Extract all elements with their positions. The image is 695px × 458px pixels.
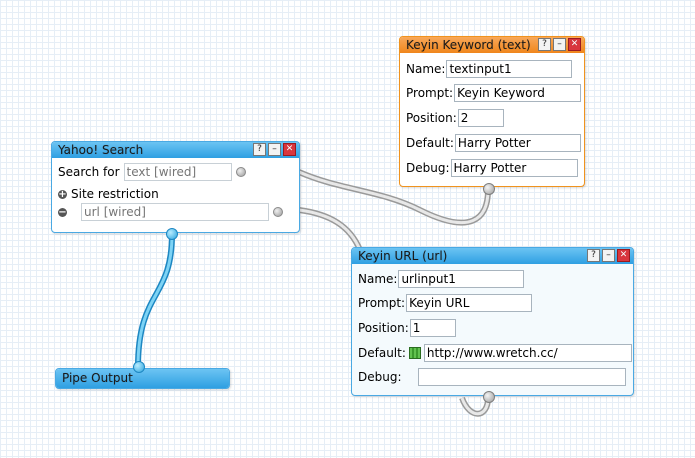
keyin-url-output-terminal[interactable]: [483, 391, 495, 403]
position-label: Position:: [406, 111, 457, 125]
default-label: Default:: [406, 136, 454, 150]
pipe-output-titlebar[interactable]: Pipe Output: [56, 369, 229, 388]
pipe-output-input-terminal[interactable]: [133, 361, 145, 373]
prompt-label: Prompt:: [406, 86, 454, 100]
date-icon[interactable]: [408, 347, 421, 359]
keyin-keyword-titlebar[interactable]: Keyin Keyword (text) ? – ✕: [400, 37, 584, 53]
plus-icon[interactable]: +: [58, 188, 67, 200]
keyin-url-titlebar[interactable]: Keyin URL (url) ? – ✕: [352, 248, 633, 264]
help-icon[interactable]: ?: [538, 38, 551, 51]
module-title: Keyin URL (url): [358, 249, 448, 263]
name-label: Name:: [406, 62, 446, 76]
minus-icon[interactable]: −: [58, 206, 67, 218]
yahoo-output-terminal[interactable]: [166, 228, 178, 240]
site-url-input[interactable]: [81, 203, 269, 221]
pipe-output-module[interactable]: Pipe Output: [55, 368, 230, 389]
close-icon[interactable]: ✕: [283, 143, 296, 156]
position-label: Position:: [358, 321, 409, 335]
debug-input[interactable]: [450, 159, 578, 177]
prompt-input[interactable]: [406, 294, 533, 312]
close-icon[interactable]: ✕: [568, 38, 581, 51]
module-title: Yahoo! Search: [58, 143, 144, 157]
position-input[interactable]: [409, 319, 456, 337]
prompt-label: Prompt:: [358, 296, 406, 310]
default-input[interactable]: [423, 344, 632, 362]
wire-yahoo-to-pipe-output[interactable]: [135, 233, 175, 368]
debug-label: Debug:: [406, 161, 450, 175]
minimize-icon[interactable]: –: [553, 38, 566, 51]
keyin-keyword-module[interactable]: Keyin Keyword (text) ? – ✕ Name: Prompt:…: [399, 36, 585, 187]
position-input[interactable]: [457, 109, 504, 127]
default-input[interactable]: [454, 134, 581, 152]
name-input[interactable]: [398, 270, 525, 288]
name-input[interactable]: [446, 60, 573, 78]
keyin-keyword-output-terminal[interactable]: [483, 183, 495, 195]
keyin-url-module[interactable]: Keyin URL (url) ? – ✕ Name: Prompt: Posi…: [351, 247, 634, 396]
search-text-input[interactable]: [123, 163, 232, 181]
module-title: Keyin Keyword (text): [406, 38, 531, 52]
yahoo-search-module[interactable]: Yahoo! Search ? – ✕ Search for + Site re…: [51, 141, 300, 233]
default-label: Default:: [358, 346, 406, 360]
help-icon[interactable]: ?: [587, 249, 600, 262]
debug-label: Debug:: [358, 370, 402, 384]
search-for-label: Search for: [58, 165, 120, 179]
search-text-terminal[interactable]: [235, 167, 246, 177]
name-label: Name:: [358, 272, 398, 286]
close-icon[interactable]: ✕: [617, 249, 630, 262]
yahoo-search-titlebar[interactable]: Yahoo! Search ? – ✕: [52, 142, 299, 158]
debug-input[interactable]: [417, 368, 626, 386]
module-title: Pipe Output: [62, 371, 133, 385]
site-restriction-label: Site restriction: [71, 187, 159, 201]
help-icon[interactable]: ?: [253, 143, 266, 156]
prompt-input[interactable]: [454, 84, 582, 102]
wire-url-to-yahoo[interactable]: [298, 207, 363, 252]
site-url-terminal[interactable]: [273, 207, 283, 217]
minimize-icon[interactable]: –: [602, 249, 615, 262]
minimize-icon[interactable]: –: [268, 143, 281, 156]
